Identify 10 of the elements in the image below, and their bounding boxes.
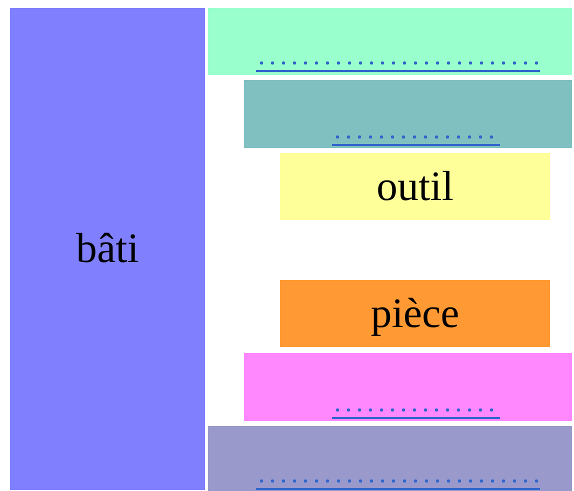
blank-box <box>208 8 572 75</box>
blank-box <box>244 353 572 421</box>
blank-box <box>244 80 572 148</box>
box-label: outil <box>375 166 454 208</box>
blank-box <box>208 426 572 491</box>
label-box <box>280 280 550 347</box>
box-label: bâti <box>75 228 140 270</box>
label-box <box>280 153 550 220</box>
box-label: pièce <box>370 292 460 334</box>
label-box <box>10 8 205 490</box>
